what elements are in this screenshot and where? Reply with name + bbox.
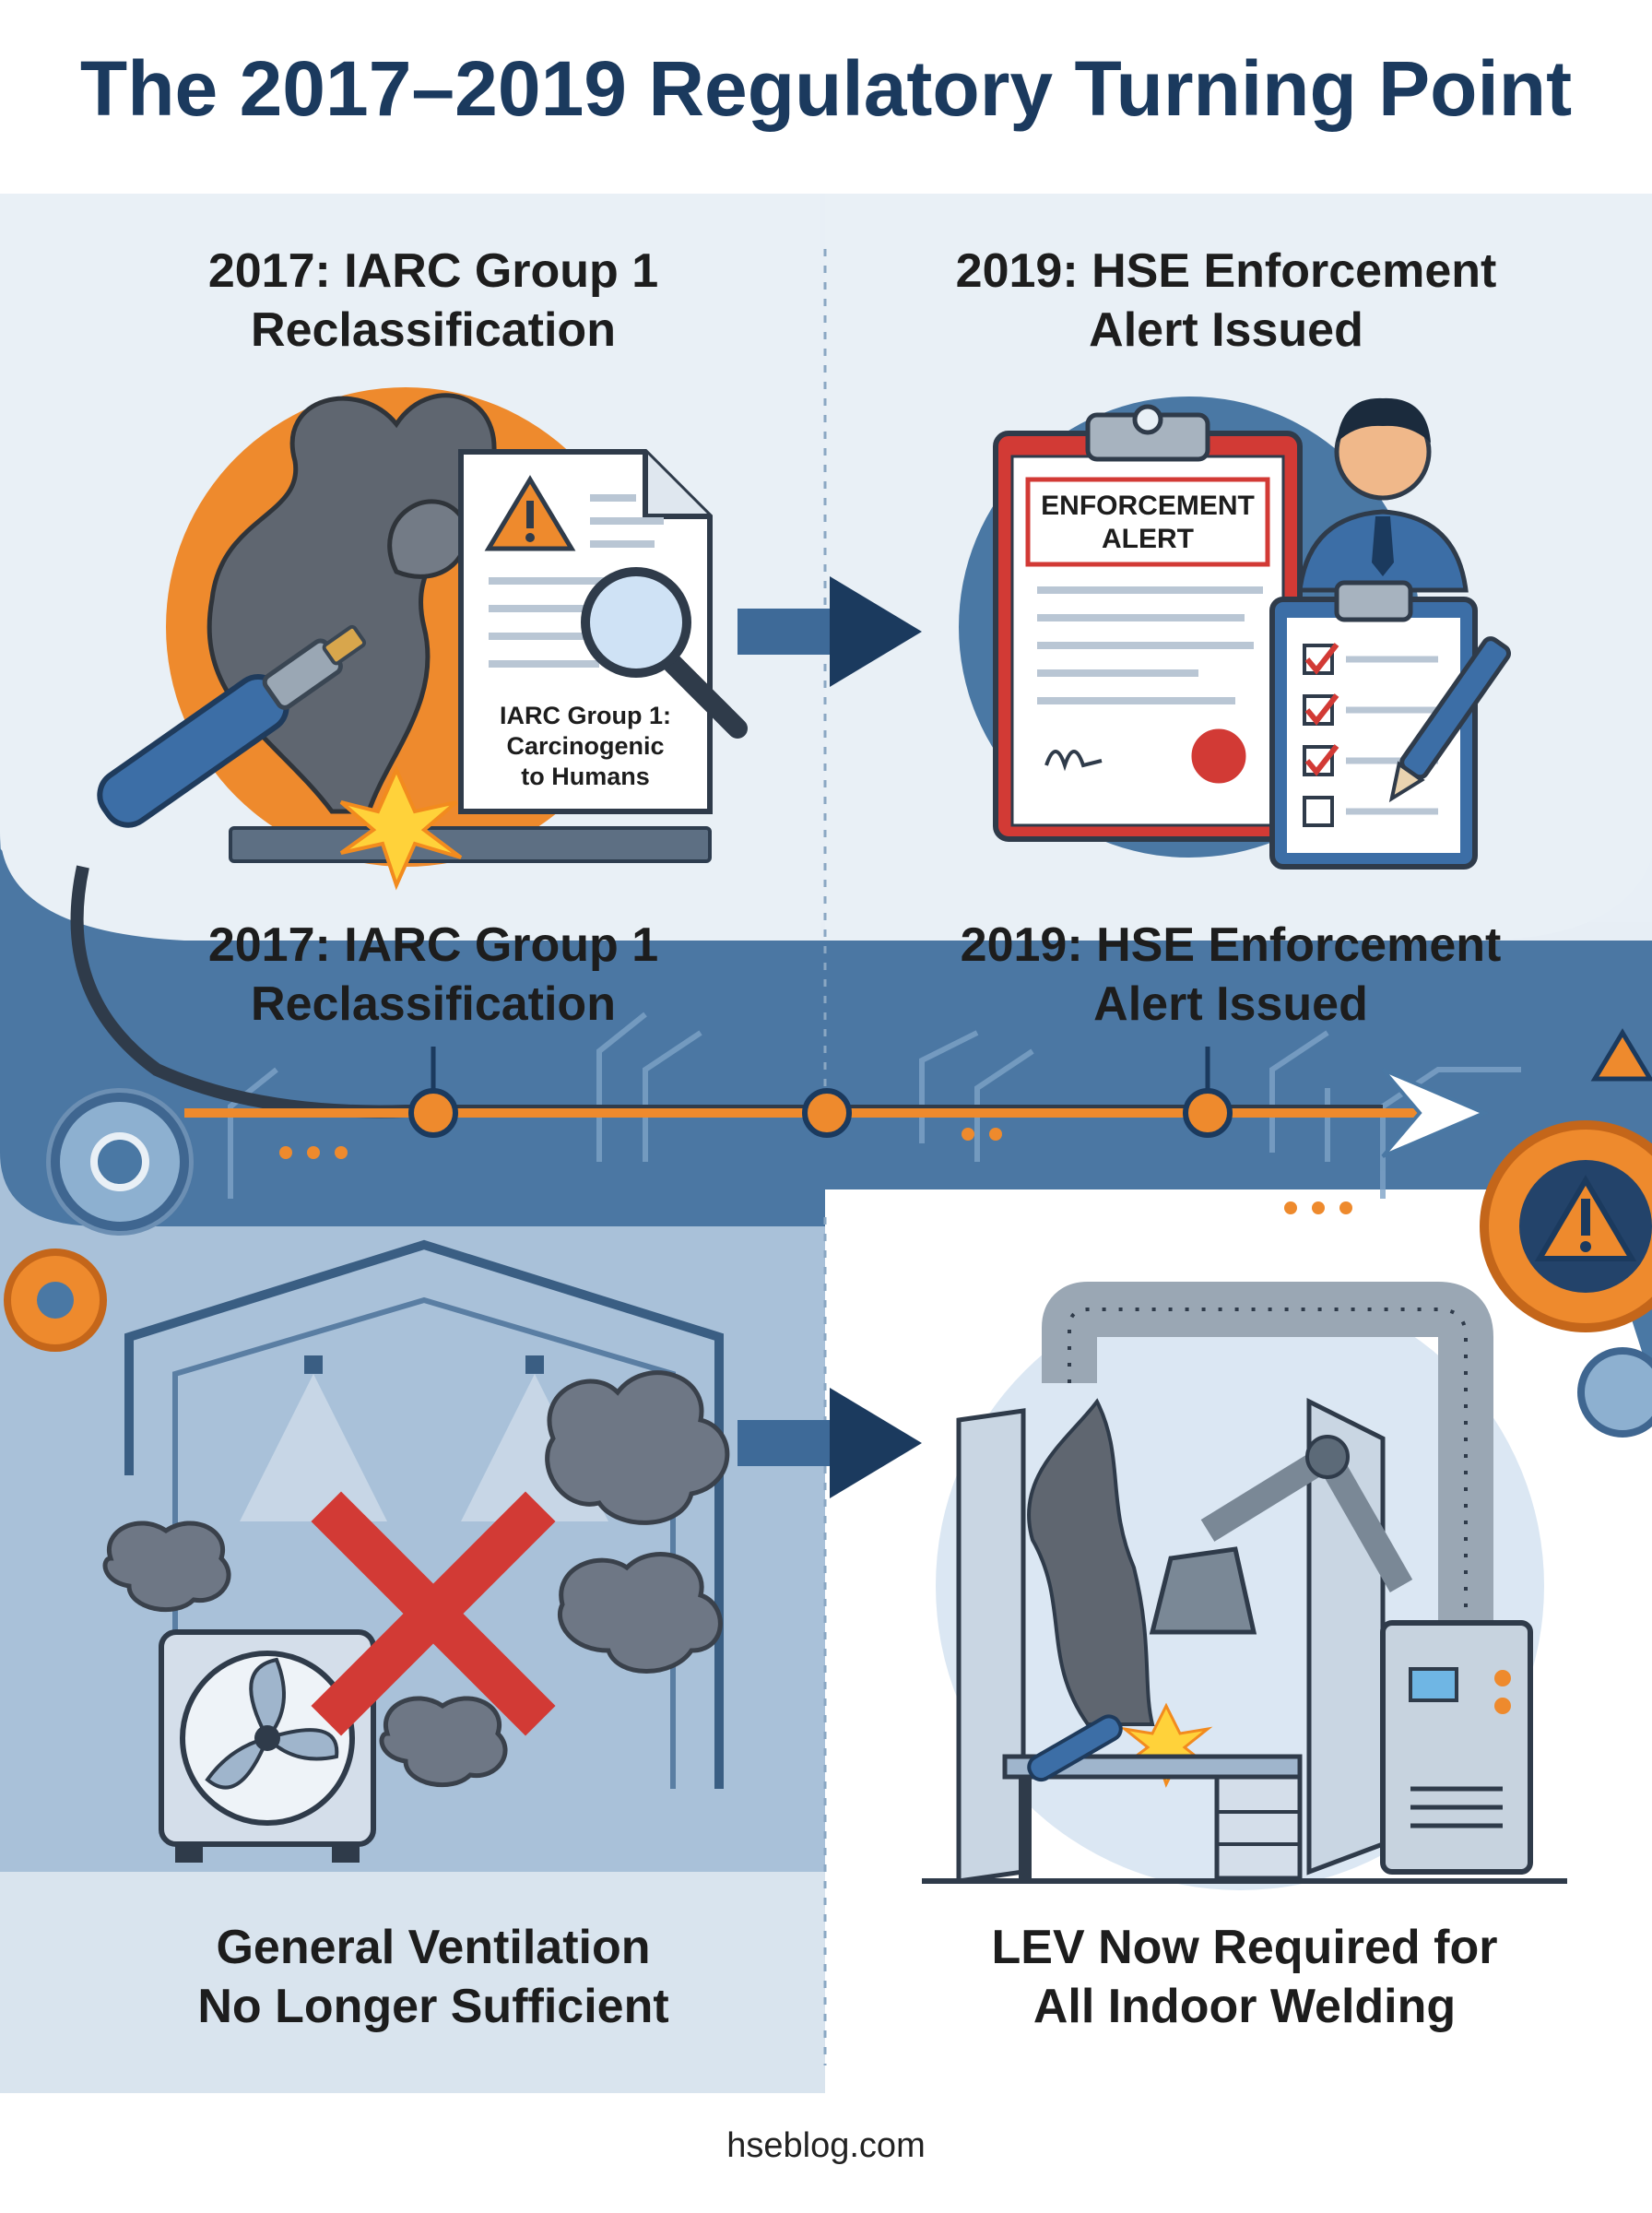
timeline-label-2017: 2017: IARC Group 1 Reclassification — [111, 916, 756, 1034]
alert-text-line1: ENFORCEMENT — [1041, 491, 1255, 521]
lev-caption: LEV Now Required for All Indoor Welding — [913, 1918, 1576, 2036]
page-title: The 2017–2019 Regulatory Turning Point — [79, 45, 1573, 132]
general-ventilation-caption: General Ventilation No Longer Sufficient — [111, 1918, 756, 2036]
heading-2019-line2: Alert Issued — [1089, 303, 1363, 357]
magnifier-icon — [581, 567, 748, 739]
timeline-label-2019-line2: Alert Issued — [1093, 977, 1368, 1031]
timeline-label-2019: 2019: HSE Enforcement Alert Issued — [899, 916, 1563, 1034]
timeline-label-2019-line1: 2019: HSE Enforcement — [960, 918, 1502, 972]
document-text-line3: to Humans — [521, 763, 650, 790]
heading-2017-line2: Reclassification — [251, 303, 616, 357]
heading-2017: 2017: IARC Group 1 Reclassification — [111, 242, 756, 360]
timeline-label-2017-line1: 2017: IARC Group 1 — [207, 918, 659, 972]
pen-icon — [1388, 636, 1512, 803]
footer-source: hseblog.com — [726, 2126, 926, 2165]
document-text-line2: Carcinogenic — [506, 732, 664, 760]
heading-2019-line1: 2019: HSE Enforcement — [955, 244, 1497, 298]
document-text-line1: IARC Group 1: — [500, 702, 671, 729]
general-ventilation-line1: General Ventilation — [216, 1921, 651, 1974]
alert-text-line2: ALERT — [1102, 524, 1194, 554]
heading-2019: 2019: HSE Enforcement Alert Issued — [894, 242, 1558, 360]
general-ventilation-line2: No Longer Sufficient — [197, 1980, 669, 2033]
timeline-label-2017-line2: Reclassification — [251, 977, 616, 1031]
lev-line2: All Indoor Welding — [1032, 1980, 1457, 2033]
heading-2017-line1: 2017: IARC Group 1 — [207, 244, 659, 298]
lev-line1: LEV Now Required for — [991, 1921, 1498, 1974]
